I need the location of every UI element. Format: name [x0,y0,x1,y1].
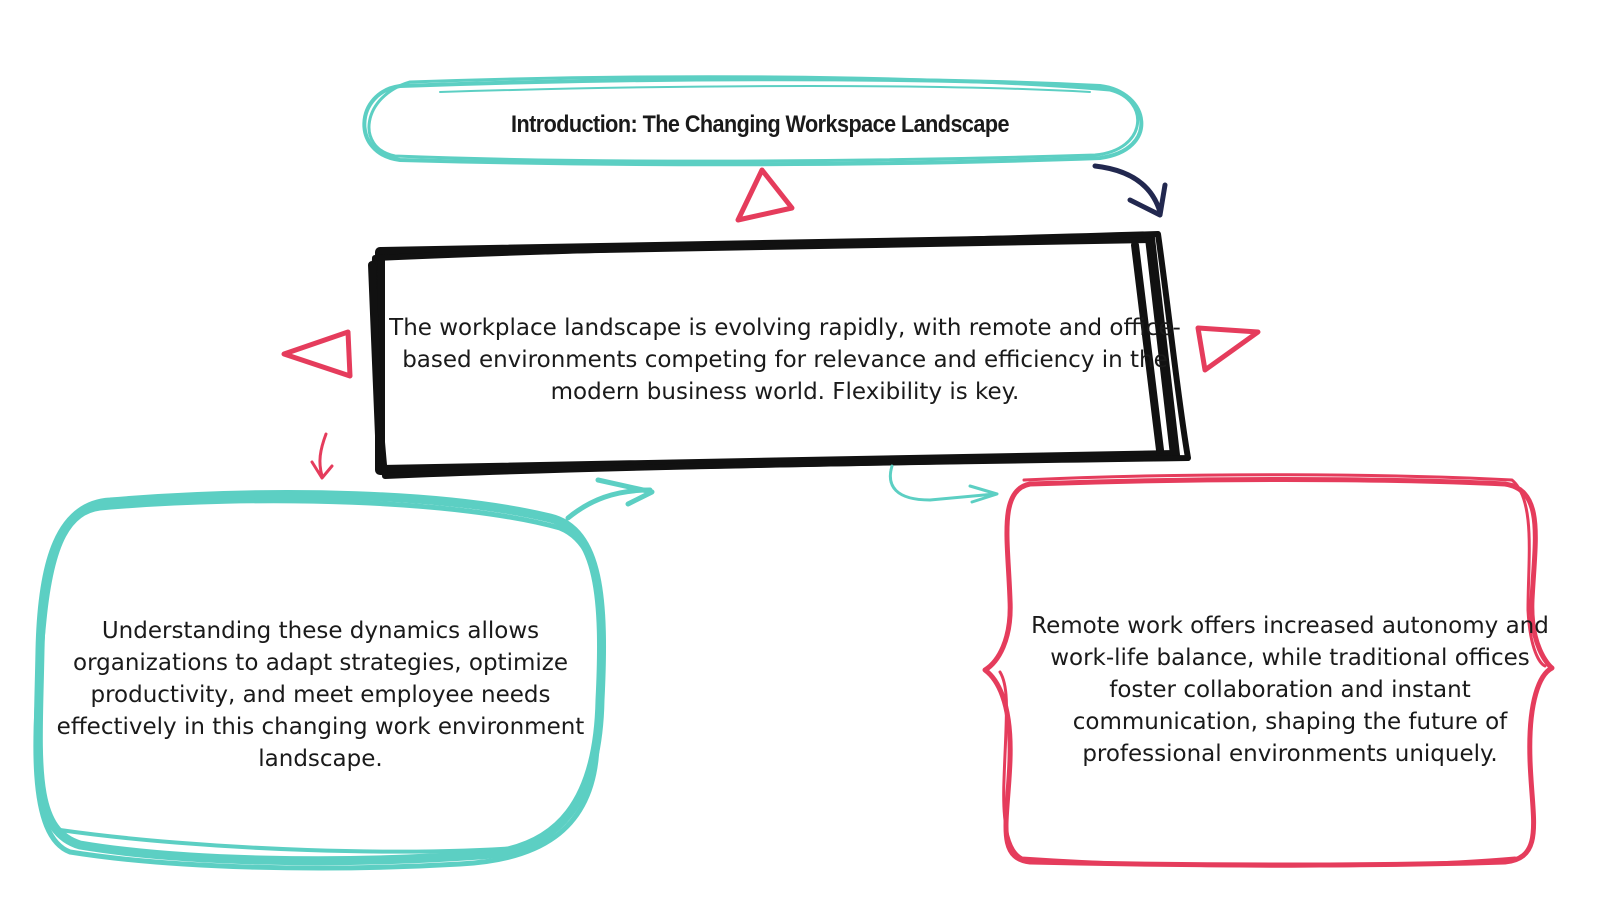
left-node-text: Understanding these dynamics allows orga… [56,618,585,772]
triangle-left-icon [281,329,353,379]
triangle-top-icon [735,167,795,223]
triangle-right-icon [1195,325,1261,373]
title-node-border [362,75,1144,167]
left-node-border [33,490,607,871]
center-node-text: The workplace landscape is evolving rapi… [389,315,1181,405]
center-node-border [368,231,1191,479]
right-node-text: Remote work offers increased autonomy an… [1031,613,1549,767]
arrow-center-to-right-icon [888,464,999,504]
title-node-text: Introduction: The Changing Workspace Lan… [510,111,1010,138]
arrow-title-to-center-icon [1092,163,1168,218]
arrow-left-to-center-icon [565,477,655,521]
right-node-border [982,473,1555,868]
arrow-center-to-left-icon [310,432,334,480]
